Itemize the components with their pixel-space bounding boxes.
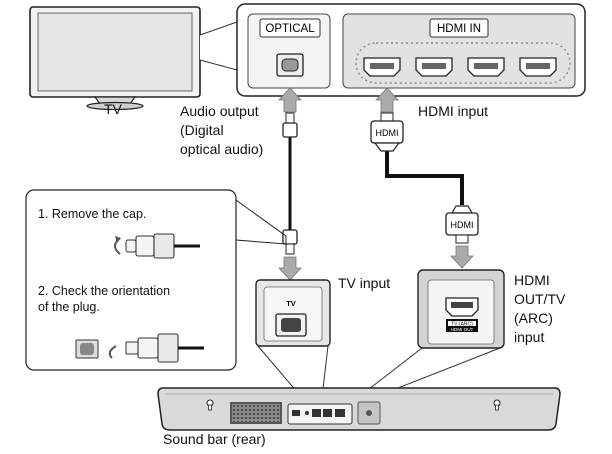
audio-output-label-line3: optical audio) bbox=[180, 141, 264, 157]
hdmi-plug-label-bottom: HDMI bbox=[451, 220, 474, 230]
audio-output-label-line2: (Digital bbox=[180, 122, 224, 138]
wall-mount-hole-icon bbox=[206, 399, 214, 411]
optical-cable bbox=[282, 112, 298, 255]
soundbar-hdmi-panel bbox=[417, 269, 505, 349]
tv-label: TV bbox=[104, 101, 122, 117]
hdmi-out-label-line2: OUT/TV bbox=[514, 291, 566, 307]
hdmi-out-label-line1: HDMI bbox=[514, 272, 550, 288]
hdmi-arrow-up-icon bbox=[375, 87, 399, 113]
tv-hdmi-port bbox=[467, 57, 505, 77]
optical-arrow-up-icon bbox=[278, 87, 302, 113]
soundbar-hdmi-port bbox=[445, 297, 479, 317]
hdmi-cable bbox=[370, 112, 479, 244]
tv-illustration bbox=[29, 6, 201, 111]
tv-connection-panel bbox=[236, 3, 586, 97]
tv-hdmi-port bbox=[415, 57, 453, 77]
audio-output-label-line1: Audio output bbox=[180, 103, 259, 119]
remove-cap-illustration bbox=[114, 233, 200, 259]
instruction-step-1: 1. Remove the cap. bbox=[38, 207, 147, 221]
hdmi-out-label-line4: input bbox=[514, 329, 545, 345]
optical-port-label: OPTICAL bbox=[265, 23, 315, 35]
hdmi-arrow-down-icon bbox=[450, 245, 474, 269]
instruction-step-2-line2: of the plug. bbox=[38, 300, 100, 314]
wall-mount-hole-icon bbox=[493, 399, 501, 411]
sound-bar-rear-label: Sound bar (rear) bbox=[163, 431, 266, 447]
tv-hdmi-port bbox=[519, 57, 557, 77]
soundbar-hdmi-out-tag: HDMI OUT bbox=[451, 327, 474, 332]
soundbar-tv-tag: TV bbox=[286, 299, 296, 308]
instruction-callout bbox=[25, 189, 287, 371]
hdmi-out-label-line3: (ARC) bbox=[514, 310, 553, 326]
soundbar-arc-tag: TV (ARC) bbox=[451, 322, 473, 328]
hdmi-input-label: HDMI input bbox=[418, 103, 489, 119]
hdmi-in-port-label: HDMI IN bbox=[437, 23, 481, 35]
tv-input-label: TV input bbox=[338, 275, 391, 291]
hdmi-plug-label-top: HDMI bbox=[376, 128, 399, 138]
tv-hdmi-port bbox=[363, 57, 401, 77]
instruction-step-2-line1: 2. Check the orientation bbox=[38, 284, 171, 298]
plug-orientation-illustration bbox=[75, 333, 204, 363]
sound-bar bbox=[157, 387, 561, 431]
optical-arrow-down-icon bbox=[278, 256, 302, 281]
soundbar-optical-panel bbox=[255, 279, 331, 347]
